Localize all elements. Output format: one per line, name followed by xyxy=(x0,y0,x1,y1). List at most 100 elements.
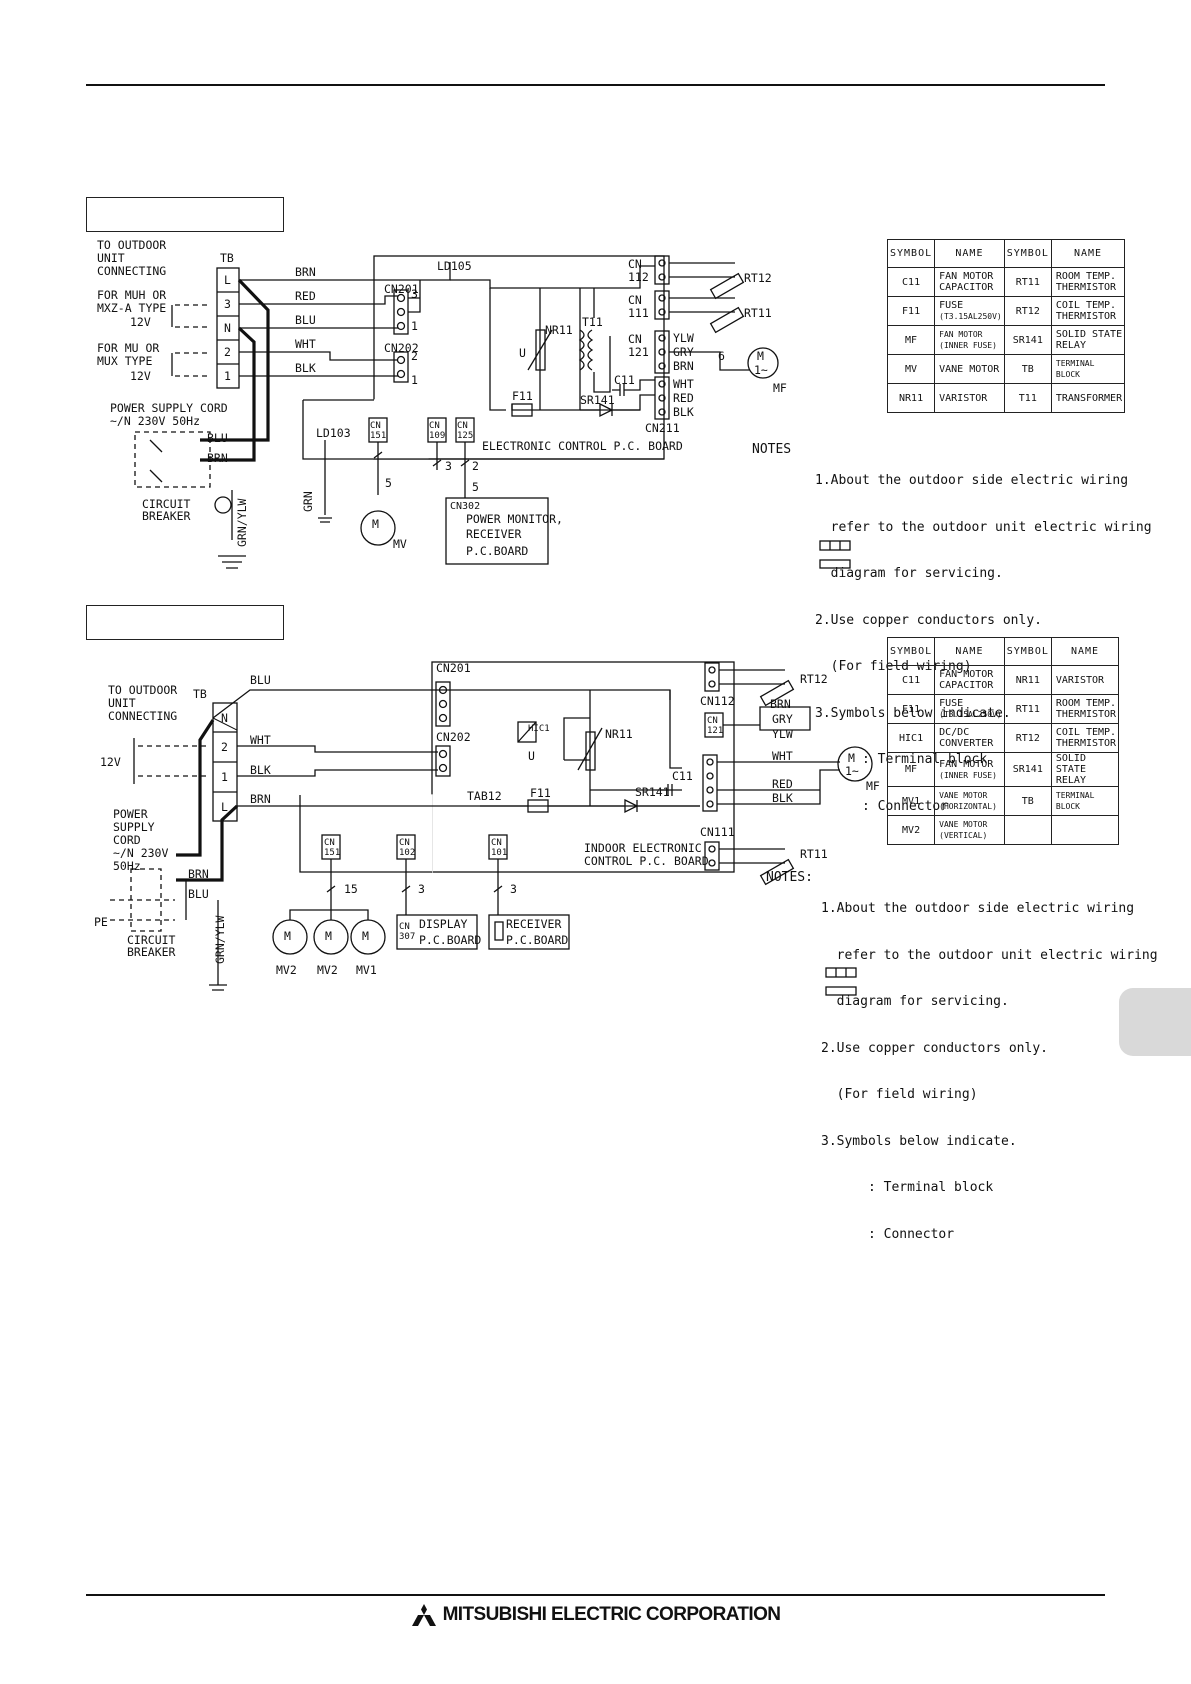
table-cell: NR11 xyxy=(1003,665,1052,695)
table-cell: T11 xyxy=(1003,383,1052,413)
table1-header-name2: NAME xyxy=(1050,239,1126,268)
indoor-electronic-board xyxy=(431,661,735,873)
mu-line-2: MUX TYPE xyxy=(97,354,152,368)
rt12-label: RT12 xyxy=(800,672,828,686)
table-cell: FAN MOTOR(INNER FUSE) xyxy=(934,752,1005,787)
table-row: F11 FUSE(T3.15AL250V) RT11 ROOM TEMP.THE… xyxy=(886,694,1120,724)
mitsubishi-logo-icon xyxy=(411,1604,436,1626)
breaker-2: BREAKER xyxy=(127,945,176,959)
display-2: P.C.BOARD xyxy=(419,933,481,947)
motor-mv2-b: MV2 xyxy=(317,963,338,977)
mf-label: MF xyxy=(773,381,787,395)
note-line: diagram for servicing. xyxy=(815,566,1003,581)
table-cell: VARISTOR xyxy=(1050,665,1120,695)
ps-brn: BRN xyxy=(207,451,228,465)
table-cell xyxy=(1003,815,1052,845)
table-cell: MF xyxy=(886,752,936,787)
cn201-label: CN201 xyxy=(384,282,419,296)
cn201-pin1: 1 xyxy=(411,319,418,333)
cn151-b: 151 xyxy=(324,848,340,858)
table-cell: ROOM TEMP.THERMISTOR xyxy=(1050,267,1126,297)
ps-2: SUPPLY xyxy=(113,820,155,834)
ps-5: 50Hz xyxy=(113,859,141,873)
wire-brn: BRN xyxy=(295,265,316,279)
tb-label: TB xyxy=(193,687,207,701)
cn112-b: 112 xyxy=(628,270,649,284)
diagram2-label-box xyxy=(86,605,284,640)
table1-header-symbol1: SYMBOL xyxy=(886,239,936,268)
table-cell: MF xyxy=(886,325,936,355)
tb-label: TB xyxy=(220,251,234,265)
table-cell: MV1 xyxy=(886,786,936,816)
vane-motor-mv xyxy=(360,510,396,546)
cn102-a: CN xyxy=(399,838,410,848)
table-cell: TERMINAL BLOCK xyxy=(1050,786,1120,816)
cn111-a: CN xyxy=(628,293,642,307)
mv-m-2: M xyxy=(325,929,332,943)
muh-line-2: MXZ-A TYPE xyxy=(97,301,166,315)
bottom-rule xyxy=(86,1594,1105,1596)
wire-wht-fan: WHT xyxy=(772,749,793,763)
hic1-label: HIC1 xyxy=(528,724,550,734)
table1-header-symbol2: SYMBOL xyxy=(1003,239,1052,268)
breaker-2: BREAKER xyxy=(142,509,191,523)
ps-brn: BRN xyxy=(188,867,209,881)
count-five-pm: 5 xyxy=(472,480,479,494)
note-line: diagram for servicing. xyxy=(821,994,1009,1009)
cn151-a: CN xyxy=(324,838,335,848)
cn307-a: CN xyxy=(399,922,410,932)
note-line: : Terminal block xyxy=(821,1180,994,1195)
wire-gry: GRY xyxy=(673,345,694,359)
fan-motor-mf xyxy=(747,347,779,379)
cn202-pin2: 2 xyxy=(411,349,418,363)
cn111-label: CN111 xyxy=(700,825,735,839)
tb-terminal-1: 1 xyxy=(221,770,228,784)
tb-terminal-n: N xyxy=(224,321,231,335)
u-mark: U xyxy=(528,749,535,763)
table-cell: SR141 xyxy=(1003,752,1052,787)
motor-mv1: MV1 xyxy=(356,963,377,977)
wire-ylw-fan: YLW xyxy=(772,727,793,741)
table-cell: COIL TEMP.THERMISTOR xyxy=(1050,723,1120,753)
table-cell: RT11 xyxy=(1003,694,1052,724)
table2-header-name1: NAME xyxy=(934,637,1005,666)
table-cell: HIC1 xyxy=(886,723,936,753)
table-cell: TB xyxy=(1003,354,1052,384)
wire-blk: BLK xyxy=(250,763,271,777)
mu-line-1: FOR MU OR xyxy=(97,341,159,355)
ps-3: CORD xyxy=(113,833,141,847)
note-line: 1.About the outdoor side electric wiring xyxy=(821,901,1135,916)
mf-m: M xyxy=(757,349,764,363)
display-board xyxy=(396,914,478,950)
table-cell: TB xyxy=(1003,786,1052,816)
note-line: (For field wiring) xyxy=(821,1087,978,1102)
cn202-pin1: 1 xyxy=(411,373,418,387)
wire-blk: BLK xyxy=(295,361,316,375)
table1-header-name1: NAME xyxy=(934,239,1005,268)
power-monitor-3: P.C.BOARD xyxy=(466,544,528,558)
cn202-label: CN202 xyxy=(436,730,471,744)
tb-terminal-n: N xyxy=(221,711,228,725)
cn151-a: CN xyxy=(370,421,381,431)
notes-2: 1.About the outdoor side electric wiring… xyxy=(821,870,1158,1258)
grn-ylw: GRN/YLW xyxy=(213,915,227,964)
note-line: refer to the outdoor unit electric wirin… xyxy=(815,519,1152,535)
ps-1: POWER xyxy=(113,807,148,821)
wire-red: RED xyxy=(295,289,316,303)
to-outdoor-1: TO OUTDOOR xyxy=(97,240,166,252)
top-rule xyxy=(86,84,1105,86)
table2-header-symbol2: SYMBOL xyxy=(1003,637,1052,666)
cn121-a: CN xyxy=(628,332,642,346)
mf-1: 1~ xyxy=(754,363,768,377)
ps-blu: BLU xyxy=(207,431,228,445)
wire-brn: BRN xyxy=(250,792,271,806)
motor-mv2-a: MV2 xyxy=(276,963,297,977)
table-cell: FUSE(T3.15AL250V) xyxy=(934,694,1005,724)
section-tab[interactable] xyxy=(1119,988,1191,1056)
nr11-label: NR11 xyxy=(545,323,573,337)
table-cell xyxy=(1050,815,1120,845)
